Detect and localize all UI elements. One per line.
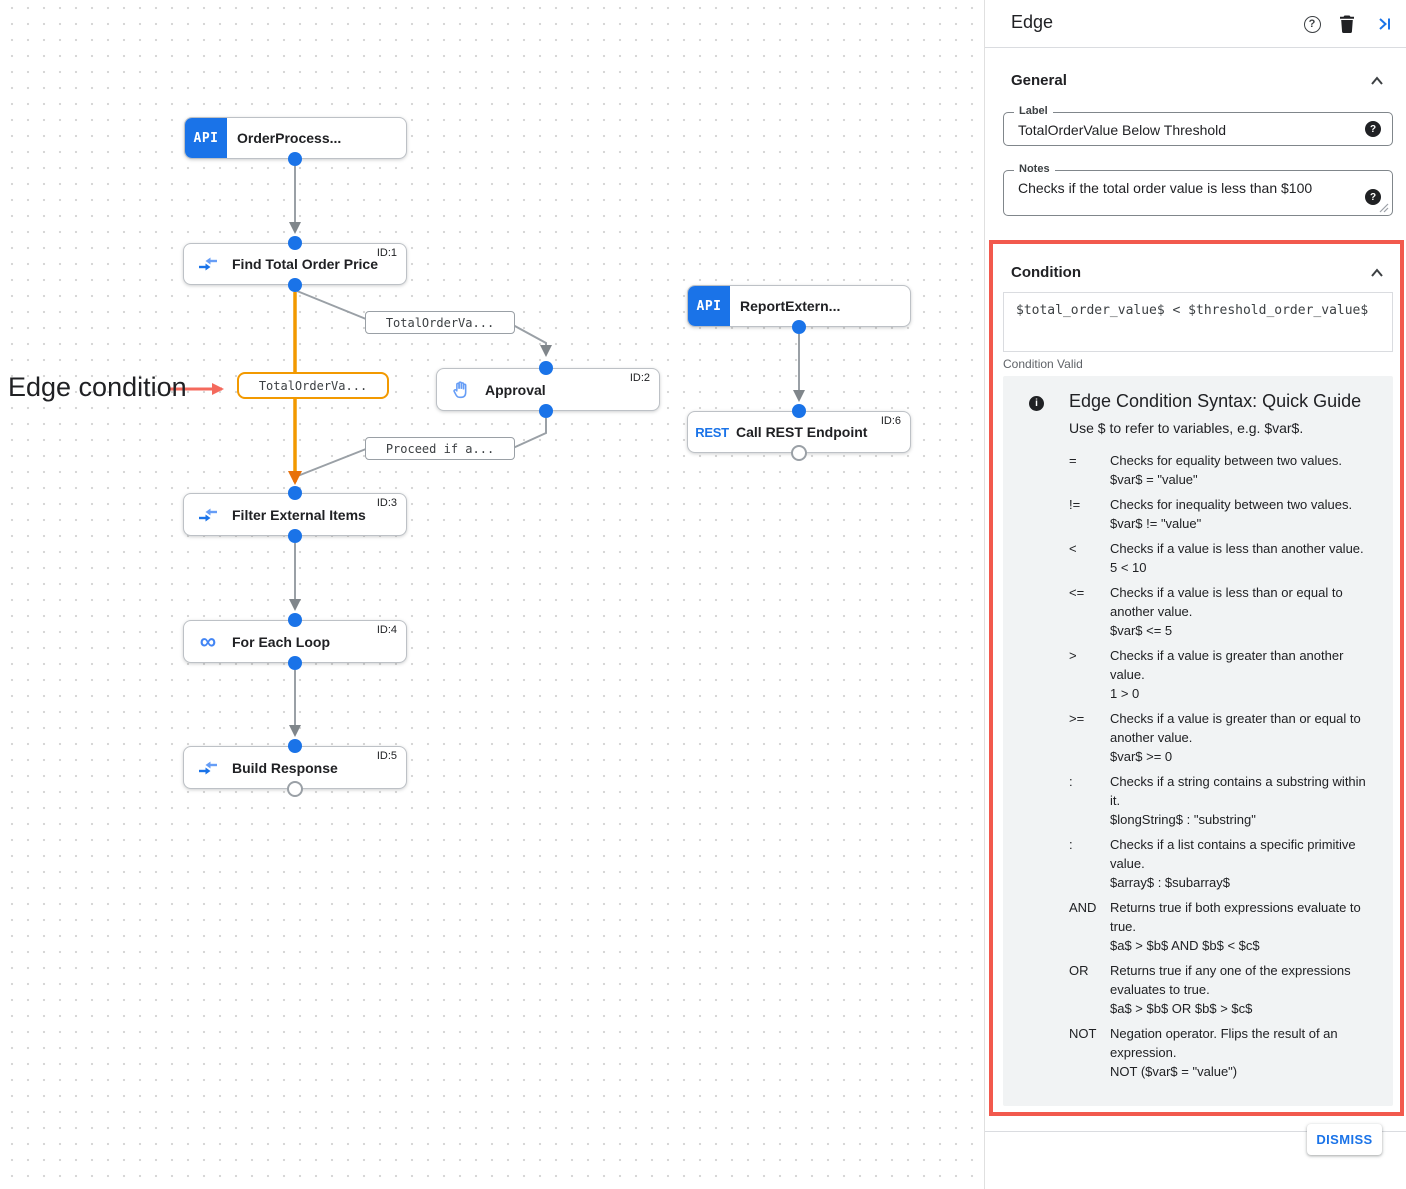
dismiss-button[interactable]: DISMISS [1307, 1124, 1382, 1155]
label-field-label: Label [1014, 105, 1053, 117]
guide-row: != Checks for inequality between two val… [1069, 497, 1353, 531]
api-trigger-badge: API [688, 286, 730, 326]
edge-to-approval-label [296, 290, 367, 320]
panel-footer-divider [985, 1131, 1406, 1132]
edge-condition-annotation: Edge condition [8, 372, 187, 402]
guide-intro: Use $ to refer to variables, e.g. $var$. [1069, 420, 1304, 436]
node-title: For Each Loop [232, 633, 330, 650]
data-mapping-icon [184, 253, 232, 275]
guide-row: > Checks if a value is greater than anot… [1069, 648, 1344, 701]
condition-valid-status: Condition Valid [1003, 357, 1083, 371]
node-id-badge: ID:2 [629, 372, 650, 384]
node-call-rest-endpoint[interactable]: REST Call REST Endpoint ID:6 [687, 411, 911, 453]
guide-title: Edge Condition Syntax: Quick Guide [1069, 391, 1362, 411]
approval-hand-icon [437, 379, 485, 401]
loop-icon: ∞ [199, 628, 217, 654]
node-title: OrderProcess... [237, 130, 342, 146]
edge-approval-to-label [512, 418, 547, 449]
help-icon[interactable]: ? [1302, 14, 1322, 34]
panel-title: Edge [1011, 12, 1054, 32]
info-icon: i [1029, 396, 1044, 411]
node-filter-external-items[interactable]: Filter External Items ID:3 [183, 493, 407, 536]
edge-lines [170, 152, 807, 797]
label-help-icon[interactable]: ? [1365, 121, 1381, 137]
guide-row: = Checks for equality between two values… [1069, 453, 1342, 487]
node-id-badge: ID:5 [376, 750, 397, 762]
guide-row: : Checks if a string contains a substrin… [1069, 774, 1366, 827]
resize-handle-icon[interactable] [1379, 203, 1389, 213]
rest-icon: REST [695, 424, 729, 440]
label-field-value[interactable]: TotalOrderValue Below Threshold [1018, 122, 1227, 138]
edge-label-total-order-value[interactable]: TotalOrderVa... [365, 311, 515, 334]
node-title: Call REST Endpoint [736, 424, 868, 440]
node-title: Filter External Items [232, 506, 366, 523]
guide-row: >= Checks if a value is greater than or … [1069, 711, 1361, 764]
api-trigger-badge: API [185, 118, 227, 158]
guide-row: : Checks if a list contains a specific p… [1069, 837, 1356, 890]
node-report-external-trigger[interactable]: API ReportExtern... [687, 285, 911, 327]
panel-header: Edge ? [985, 0, 1406, 48]
notes-help-icon[interactable]: ? [1365, 189, 1381, 205]
edge-label-proceed-if[interactable]: Proceed if a... [365, 437, 515, 460]
edge-config-panel: Edge ? General Label [984, 0, 1406, 1189]
node-id-badge: ID:1 [376, 247, 397, 259]
collapse-general-chevron-icon[interactable] [1370, 76, 1384, 86]
data-mapping-icon [184, 757, 232, 779]
collapse-panel-icon[interactable] [1374, 14, 1394, 34]
general-section-heading[interactable]: General [1011, 72, 1067, 89]
guide-row: <= Checks if a value is less than or equ… [1069, 585, 1343, 638]
condition-expression-input[interactable]: $total_order_value$ < $threshold_order_v… [1003, 292, 1393, 352]
node-id-badge: ID:3 [376, 497, 397, 509]
notes-field[interactable]: Notes Checks if the total order value is… [1003, 163, 1393, 216]
workflow-canvas[interactable]: API OrderProcess... Find Total Order Pri… [0, 0, 984, 1189]
guide-rows: = Checks for equality between two values… [1069, 451, 1369, 1081]
label-field[interactable]: Label TotalOrderValue Below Threshold ? [1003, 105, 1393, 146]
node-find-total-order-price[interactable]: Find Total Order Price ID:1 [183, 243, 407, 285]
guide-row: < Checks if a value is less than another… [1069, 541, 1364, 575]
node-title: ReportExtern... [740, 298, 841, 314]
edge-label-total-order-value-selected[interactable]: TotalOrderVa... [237, 372, 389, 399]
node-title: Find Total Order Price [232, 256, 378, 272]
guide-row: AND Returns true if both expressions eva… [1069, 900, 1361, 953]
notes-field-label: Notes [1014, 163, 1055, 175]
node-title: Build Response [232, 759, 338, 776]
node-approval[interactable]: Approval ID:2 [436, 368, 660, 411]
collapse-condition-chevron-icon[interactable] [1370, 268, 1384, 278]
edge-label-to-approval [512, 324, 552, 357]
condition-syntax-guide: i Edge Condition Syntax: Quick Guide Use… [1003, 376, 1393, 1106]
node-for-each-loop[interactable]: ∞ For Each Loop ID:4 [183, 620, 407, 663]
guide-row: NOT Negation operator. Flips the result … [1069, 1026, 1338, 1079]
node-title: Approval [485, 381, 546, 398]
data-mapping-icon [184, 504, 232, 526]
node-build-response[interactable]: Build Response ID:5 [183, 746, 407, 789]
node-id-badge: ID:6 [880, 415, 901, 427]
guide-row: OR Returns true if any one of the expres… [1069, 963, 1351, 1016]
edge-label-to-filter [294, 448, 367, 478]
notes-field-value[interactable]: Checks if the total order value is less … [1018, 180, 1313, 196]
delete-edge-icon[interactable] [1337, 14, 1357, 34]
node-id-badge: ID:4 [376, 624, 397, 636]
condition-section-heading[interactable]: Condition [1011, 264, 1081, 281]
node-order-process-trigger[interactable]: API OrderProcess... [184, 117, 407, 159]
